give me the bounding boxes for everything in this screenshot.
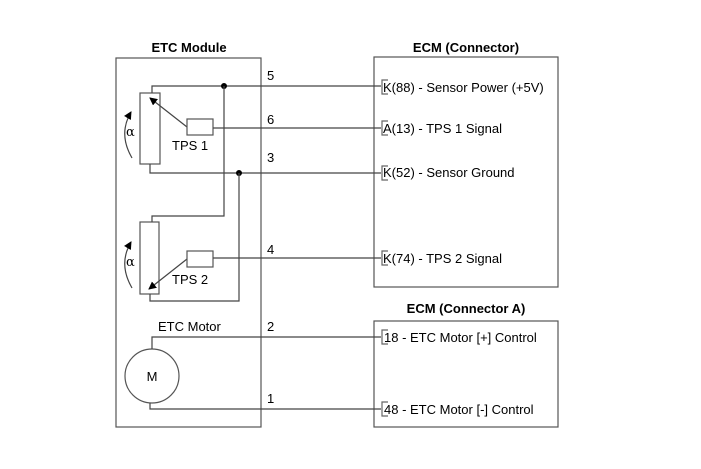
ecm-terminal-tps1-signal: A(13) - TPS 1 Signal bbox=[381, 120, 502, 136]
ecm-terminal-sensor-power: K(88) - Sensor Power (+5V) bbox=[381, 79, 544, 95]
pin-number-3: 3 bbox=[267, 150, 274, 165]
etc-motor: ETC Motor M bbox=[124, 319, 222, 404]
tps2-angle-symbol: α bbox=[126, 255, 135, 270]
pin-number-5: 5 bbox=[267, 68, 274, 83]
wire-3-sensor-ground bbox=[149, 164, 381, 174]
motor-label: ETC Motor bbox=[158, 319, 222, 334]
terminal-label: A(13) - TPS 1 Signal bbox=[383, 121, 502, 136]
ecm-terminal-sensor-ground: K(52) - Sensor Ground bbox=[381, 165, 515, 181]
pin-number-4: 4 bbox=[267, 242, 274, 257]
tps1-label: TPS 1 bbox=[172, 138, 208, 153]
pin-number-2: 2 bbox=[267, 319, 274, 334]
tps2-potentiometer: TPS 2 α bbox=[123, 221, 214, 295]
ecm-a-terminal-motor-negative: 48 - ETC Motor [-] Control bbox=[381, 401, 534, 417]
motor-symbol-text: M bbox=[147, 369, 158, 384]
tps1-wiper-arrow bbox=[149, 97, 188, 128]
pin-number-1: 1 bbox=[267, 391, 274, 406]
terminal-label: 48 - ETC Motor [-] Control bbox=[384, 402, 534, 417]
terminal-label: K(74) - TPS 2 Signal bbox=[383, 251, 502, 266]
terminal-bracket-icon bbox=[381, 165, 388, 181]
terminal-bracket-icon bbox=[381, 120, 388, 136]
ecm-connector-title: ECM (Connector) bbox=[413, 40, 519, 55]
terminal-label: K(52) - Sensor Ground bbox=[383, 165, 515, 180]
tps2-wiper-arrow bbox=[148, 258, 188, 290]
wire-1-motor-negative bbox=[149, 403, 381, 410]
tps1-sensor-box bbox=[186, 118, 214, 136]
wire-5-sensor-power bbox=[151, 85, 381, 93]
ecm-terminal-tps2-signal: K(74) - TPS 2 Signal bbox=[381, 250, 502, 266]
terminal-bracket-icon bbox=[381, 250, 388, 266]
tps2-rotation-arrow-icon bbox=[123, 241, 133, 289]
ecm-connector-a-box bbox=[373, 320, 559, 428]
ecm-connector-a-title: ECM (Connector A) bbox=[407, 301, 526, 316]
etc-module-title: ETC Module bbox=[151, 40, 226, 55]
tps1-rotation-arrow-icon bbox=[123, 111, 133, 159]
tps1-potentiometer: TPS 1 α bbox=[123, 92, 214, 165]
wire-3-tps2-ground bbox=[149, 173, 240, 302]
terminal-bracket-icon bbox=[381, 401, 388, 417]
terminal-bracket-icon bbox=[381, 79, 388, 95]
tps1-angle-symbol: α bbox=[126, 125, 135, 140]
wire-5-tps2-power bbox=[151, 86, 225, 222]
terminal-label: 18 - ETC Motor [+] Control bbox=[384, 330, 537, 345]
pin-number-6: 6 bbox=[267, 112, 274, 127]
ecm-a-terminal-motor-positive: 18 - ETC Motor [+] Control bbox=[381, 329, 537, 345]
tps2-sensor-box bbox=[186, 250, 214, 268]
terminal-bracket-icon bbox=[381, 329, 388, 345]
tps2-label: TPS 2 bbox=[172, 272, 208, 287]
ecm-connector-box bbox=[373, 56, 559, 288]
wire-2-motor-positive bbox=[151, 336, 381, 349]
terminal-label: K(88) - Sensor Power (+5V) bbox=[383, 80, 544, 95]
